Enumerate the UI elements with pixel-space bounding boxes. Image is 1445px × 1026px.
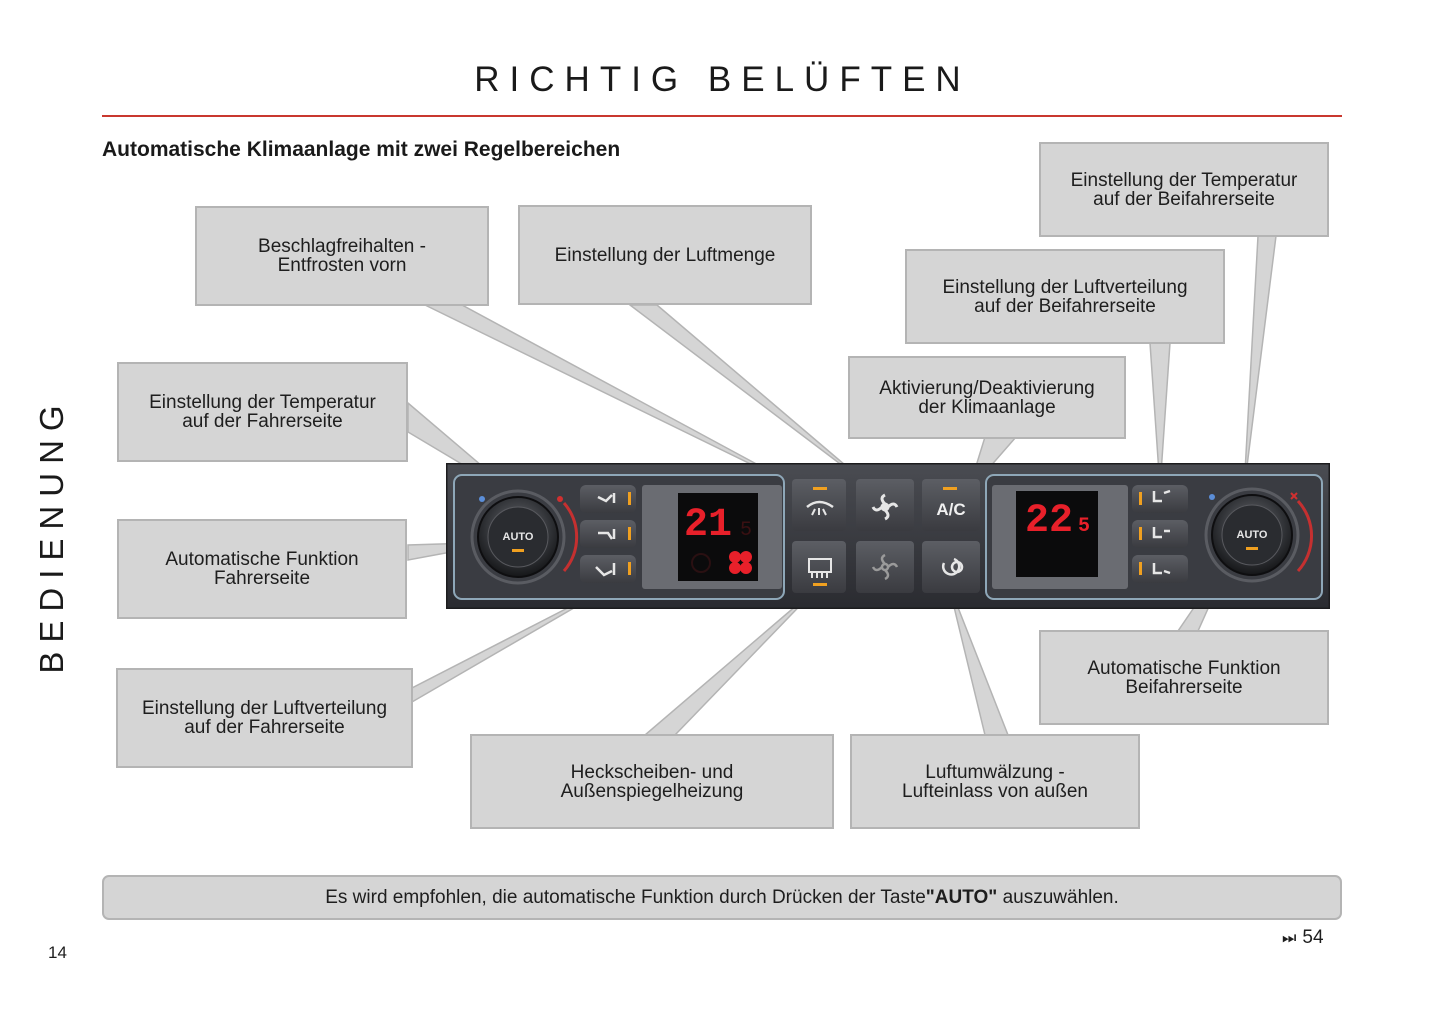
right-cold-dot	[1209, 494, 1215, 500]
passenger-temp-value: 22	[1025, 499, 1073, 544]
vent-upper-icon	[1152, 489, 1171, 503]
ac-button[interactable]	[922, 479, 980, 531]
fan-decrease-button[interactable]	[856, 541, 914, 593]
passenger-distribution-middle[interactable]	[1132, 520, 1188, 548]
next-page-number: 54	[1302, 927, 1324, 948]
title-divider	[102, 115, 1342, 117]
driver-distribution-lower[interactable]	[580, 555, 636, 583]
right-temp-arc-warm	[1296, 499, 1313, 573]
driver-temp-decimal: 5	[740, 519, 752, 542]
callout-driver-auto: Automatische Funktion Fahrerseite	[117, 519, 407, 619]
passenger-distribution-buttons	[1132, 485, 1188, 583]
ac-indicator	[943, 487, 957, 490]
callout-passenger-auto: Automatische Funktion Beifahrerseite	[1039, 630, 1329, 725]
driver-auto-indicator	[512, 549, 524, 552]
defrost-indicator	[813, 487, 827, 490]
note-text-after: auszuwählen.	[997, 886, 1119, 908]
passenger-distribution-lower[interactable]	[1132, 555, 1188, 583]
vent-middle-icon	[598, 529, 616, 540]
right-warm-mark	[1290, 492, 1298, 500]
connector-rear-heating	[642, 586, 819, 736]
rear-window-heating-icon	[808, 558, 832, 578]
passenger-distribution-upper[interactable]	[1132, 485, 1188, 513]
connector-air-volume	[627, 304, 873, 489]
vent-upper-icon	[597, 493, 616, 503]
passenger-auto-indicator	[1246, 547, 1258, 550]
passenger-temp-decimal: 5	[1078, 515, 1090, 538]
passenger-temperature-display	[1016, 491, 1098, 577]
rear-heating-button[interactable]	[792, 541, 846, 593]
recommendation-note: Es wird empfohlen, die automatische Funk…	[102, 875, 1342, 920]
driver-temp-value: 21	[684, 503, 732, 548]
left-temp-arc-warm	[562, 502, 579, 572]
note-text-bold: "AUTO"	[925, 886, 998, 908]
passenger-auto-button[interactable]	[1221, 504, 1283, 566]
next-page-link[interactable]: ⏭ 54	[1282, 927, 1324, 949]
driver-auto-button[interactable]	[487, 506, 549, 568]
note-text-before: Es wird empfohlen, die automatische Funk…	[325, 886, 926, 908]
fast-forward-icon: ⏭	[1282, 930, 1297, 947]
vent-lower-icon	[595, 563, 616, 577]
section-subtitle: Automatische Klimaanlage mit zwei Regelb…	[102, 138, 621, 161]
display-fan-icon	[729, 551, 752, 574]
driver-auto-label: AUTO	[503, 531, 534, 543]
callout-passenger-distribution: Einstellung der Luftverteilung auf der B…	[905, 249, 1225, 344]
callout-rear-heating: Heckscheiben- und Außenspiegelheizung	[470, 734, 834, 829]
driver-distribution-buttons	[580, 485, 636, 583]
defrost-button[interactable]	[792, 479, 846, 531]
rear-heating-indicator	[813, 583, 827, 586]
display-inactive-icon	[691, 553, 711, 573]
callout-driver-temperature: Einstellung der Temperatur auf der Fahre…	[117, 362, 408, 462]
callout-driver-distribution: Einstellung der Luftverteilung auf der F…	[116, 668, 413, 768]
callout-air-volume: Einstellung der Luftmenge	[518, 205, 812, 305]
callout-defrost: Beschlagfreihalten - Entfrosten vorn	[195, 206, 489, 306]
left-cold-dot	[479, 496, 485, 502]
passenger-auto-label: AUTO	[1237, 529, 1268, 541]
ac-button-label: A/C	[936, 500, 965, 519]
fan-high-icon	[871, 493, 899, 521]
callout-ac-toggle: Aktivierung/Deaktivierung der Klimaanlag…	[848, 356, 1126, 439]
vent-lower-icon	[1152, 563, 1171, 575]
center-button-block	[792, 479, 980, 593]
climate-control-panel: A/C AUTO 21 5 22 5	[446, 463, 1330, 609]
page-title: RICHTIG BELÜFTEN	[474, 60, 971, 99]
windshield-defrost-icon	[806, 500, 834, 509]
recirculation-icon	[941, 557, 964, 576]
page-number: 14	[48, 943, 67, 962]
fan-low-icon	[871, 553, 899, 581]
callout-recirculation: Luftumwälzung - Lufteinlass von außen	[850, 734, 1140, 829]
vent-middle-icon	[1152, 527, 1170, 539]
callout-passenger-temperature: Einstellung der Temperatur auf der Beifa…	[1039, 142, 1329, 237]
connector-passenger-temp	[1243, 235, 1277, 491]
left-warm-dot	[557, 496, 563, 502]
